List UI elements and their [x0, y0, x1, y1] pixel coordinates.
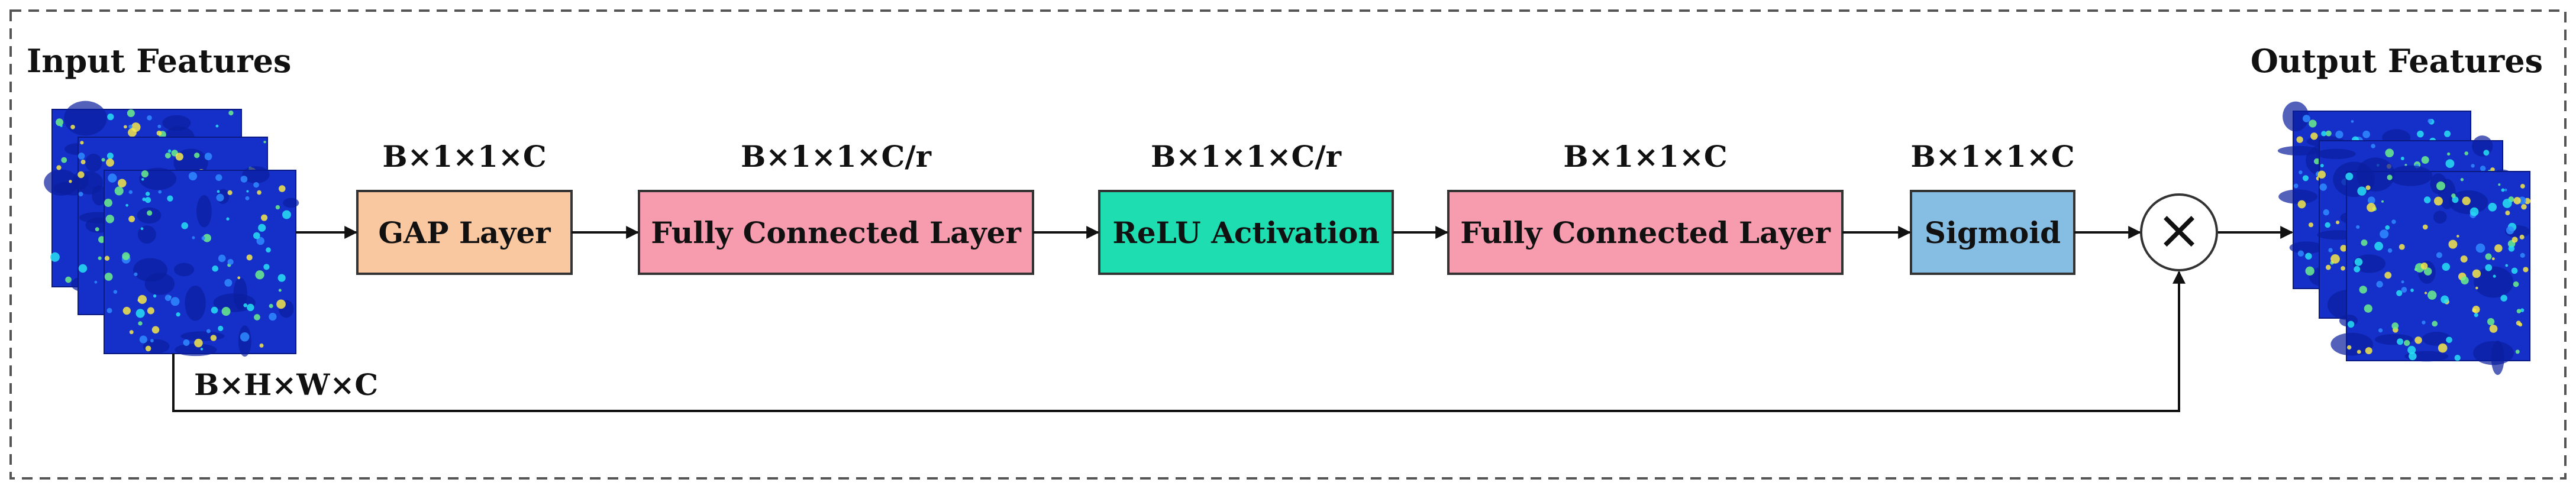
output-map-front — [2330, 157, 2531, 375]
block-fc2-shape: B×1×1×C — [1563, 139, 1727, 174]
block-sig-box — [1910, 190, 2075, 275]
multiply-symbol: × — [2156, 198, 2201, 261]
block-relu: ReLU Activation B×1×1×C/r — [1098, 139, 1394, 275]
output-features-title: Output Features — [2251, 42, 2543, 80]
blocks-layer: GAP Layer B×1×1×C Fully Connected Layer B×1… — [356, 139, 2075, 275]
block-gap-label: GAP Layer — [378, 215, 551, 250]
block-fc1-shape: B×1×1×C/r — [741, 139, 932, 174]
outer-frame — [9, 9, 2567, 480]
block-gap: GAP Layer B×1×1×C — [356, 139, 573, 275]
block-sig-shape: B×1×1×C — [1910, 139, 2074, 174]
block-fc1-label: Fully Connected Layer — [651, 215, 1021, 250]
block-fc1: Fully Connected Layer B×1×1×C/r — [638, 139, 1034, 275]
multiply-node: × — [2140, 193, 2218, 271]
block-fc2-box — [1447, 190, 1844, 275]
input-features-title: Input Features — [27, 42, 291, 80]
block-sig: Sigmoid B×1×1×C — [1910, 139, 2075, 275]
block-sig-label: Sigmoid — [1925, 215, 2061, 250]
input-feature-maps — [44, 101, 299, 357]
block-relu-box — [1098, 190, 1394, 275]
block-fc2-label: Fully Connected Layer — [1460, 215, 1831, 250]
skip-connection — [172, 270, 2186, 412]
block-gap-box — [356, 190, 573, 275]
block-fc1-box — [638, 190, 1034, 275]
output-feature-maps — [2277, 101, 2531, 375]
block-fc2: Fully Connected Layer B×1×1×C — [1447, 139, 1844, 275]
input-map-front — [104, 166, 299, 357]
input-shape-label: B×H×W×C — [194, 367, 378, 402]
block-relu-label: ReLU Activation — [1112, 215, 1379, 250]
block-gap-shape: B×1×1×C — [382, 139, 546, 174]
block-relu-shape: B×1×1×C/r — [1151, 139, 1342, 174]
